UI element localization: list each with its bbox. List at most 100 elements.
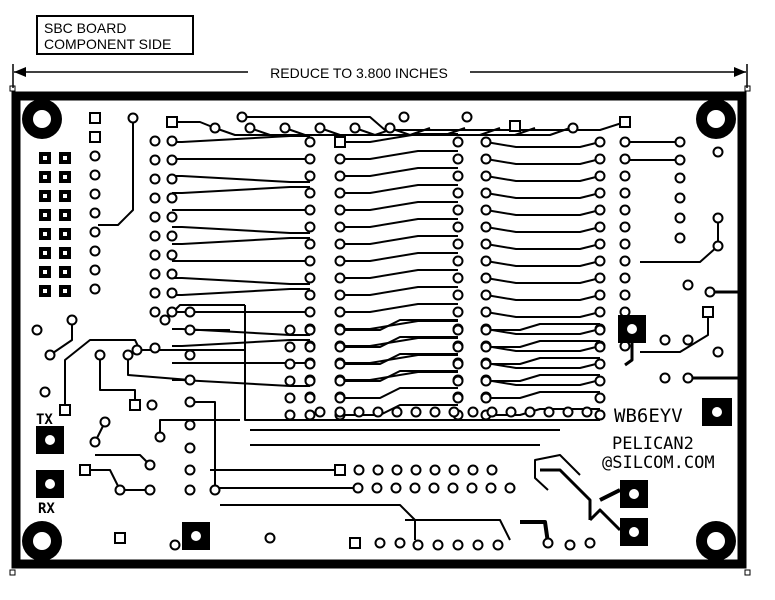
round-pad (334, 153, 346, 165)
trace (485, 277, 601, 284)
round-pad (429, 406, 441, 418)
round-pad (452, 289, 464, 301)
round-pad (89, 226, 101, 238)
round-pad (682, 372, 694, 384)
trace (340, 337, 458, 347)
round-pad (594, 358, 606, 370)
round-pad (304, 153, 316, 165)
round-pad (244, 122, 256, 134)
trace (172, 237, 310, 245)
round-pad (448, 464, 460, 476)
trace (340, 235, 458, 245)
round-pad (372, 464, 384, 476)
round-pad (562, 406, 574, 418)
round-pad (594, 409, 606, 421)
square-pad (619, 116, 631, 128)
round-pad (452, 539, 464, 551)
trace (486, 340, 600, 348)
round-pad (409, 482, 421, 494)
trace (534, 454, 581, 491)
round-pad (31, 324, 43, 336)
title-line-2: COMPONENT SIDE (44, 36, 172, 52)
round-pad (594, 255, 606, 267)
board-outline (11, 91, 747, 569)
trace (172, 226, 310, 234)
round-pad (114, 484, 126, 496)
round-pad (480, 341, 492, 353)
round-pad (149, 287, 161, 299)
round-pad (594, 136, 606, 148)
round-pad (334, 289, 346, 301)
trace (486, 391, 600, 399)
trace (172, 186, 310, 194)
round-pad (334, 272, 346, 284)
round-pad (594, 324, 606, 336)
trace (159, 419, 240, 437)
trace (340, 201, 458, 211)
round-pad (209, 122, 221, 134)
round-pad (480, 392, 492, 404)
round-pad (89, 150, 101, 162)
round-pad (432, 539, 444, 551)
dimension-arrow-right-icon (734, 67, 746, 77)
round-pad (412, 539, 424, 551)
trace (172, 277, 310, 285)
round-pad (674, 154, 686, 166)
round-pad (334, 306, 346, 318)
trace (127, 355, 191, 381)
round-pad (505, 406, 517, 418)
trace (340, 319, 458, 331)
round-pad (334, 324, 346, 336)
round-pad (166, 211, 178, 223)
round-pad (284, 341, 296, 353)
round-pad (166, 230, 178, 242)
board-title-box: SBC BOARD COMPONENT SIDE (36, 15, 194, 55)
round-pad (284, 392, 296, 404)
round-pad (349, 122, 361, 134)
round-pad (166, 173, 178, 185)
round-pad (486, 406, 498, 418)
registration-marks (9, 85, 751, 576)
round-pad (452, 358, 464, 370)
round-pad (89, 436, 101, 448)
trace (340, 320, 458, 330)
round-pad (619, 170, 631, 182)
round-pad (452, 255, 464, 267)
round-pad (154, 431, 166, 443)
round-pad (452, 136, 464, 148)
round-pad (410, 406, 422, 418)
round-pad (674, 172, 686, 184)
round-pad (304, 170, 316, 182)
round-pad (659, 334, 671, 346)
round-pad (89, 264, 101, 276)
round-pad (304, 238, 316, 250)
round-pad (674, 192, 686, 204)
round-pad (391, 406, 403, 418)
round-pad (184, 396, 196, 408)
round-pad (410, 464, 422, 476)
trace (485, 141, 601, 148)
round-pad (304, 306, 316, 318)
round-pad (146, 399, 158, 411)
trace (340, 336, 458, 348)
trace (340, 303, 458, 313)
round-pad (304, 409, 316, 421)
round-pad (619, 136, 631, 148)
round-pad (594, 204, 606, 216)
round-pad (166, 306, 178, 318)
round-pad (184, 484, 196, 496)
round-pad (480, 375, 492, 387)
round-pad (264, 532, 276, 544)
copper-traces (49, 116, 745, 544)
round-pad (149, 268, 161, 280)
round-pad (184, 306, 196, 318)
trace (340, 371, 458, 381)
trace (486, 323, 600, 331)
round-pad (390, 482, 402, 494)
round-pad (480, 306, 492, 318)
round-pad (619, 289, 631, 301)
trace (486, 374, 600, 382)
round-pad (712, 212, 724, 224)
round-pad (334, 204, 346, 216)
trace (405, 519, 511, 541)
